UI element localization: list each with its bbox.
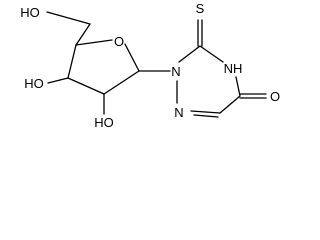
thione-sulfur-label: S <box>196 1 205 16</box>
hydroxyl-2-label: HO <box>94 115 114 130</box>
bond-o-c1 <box>124 43 140 72</box>
structural-formula: HO O HO HO S NH N N O <box>20 1 280 130</box>
ch2oh-hydroxyl-label: HO <box>20 5 40 20</box>
bond-c4-c3 <box>67 44 77 79</box>
bond-ch-n2-a <box>190 110 221 114</box>
bond-c3-oh <box>47 77 69 84</box>
bond-n1-cs <box>178 45 201 63</box>
n2-label: N <box>174 105 183 120</box>
sugar-ring-bonds <box>46 11 171 115</box>
bond-cs-nh <box>199 45 224 63</box>
ring-oxygen-label: O <box>114 34 124 49</box>
bond-co-ch <box>219 95 241 114</box>
bond-c2-c1 <box>103 70 140 95</box>
carbonyl-oxygen-label: O <box>270 89 280 104</box>
n1-label: N <box>171 64 180 79</box>
bond-ch-n2-b <box>193 114 219 118</box>
bond-c5-ho <box>46 11 91 25</box>
hydroxyl-3-label: HO <box>24 76 44 91</box>
bond-c4-c5 <box>75 23 91 46</box>
bond-c3-c2 <box>67 77 105 95</box>
n4h-label: NH <box>224 61 243 76</box>
bond-nh-co <box>235 76 241 97</box>
bond-c4-o <box>75 39 113 46</box>
triazine-ring-bonds <box>176 19 267 118</box>
